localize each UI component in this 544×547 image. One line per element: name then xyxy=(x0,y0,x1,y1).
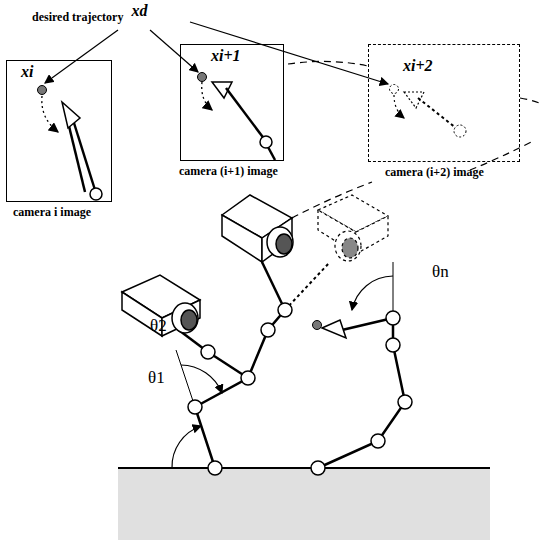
joints xyxy=(188,303,412,475)
camera-image-box: xicamera i image xyxy=(6,60,112,202)
left-arm xyxy=(168,262,330,468)
ground xyxy=(118,468,490,540)
image-label: camera (i+1) image xyxy=(179,164,278,179)
camera-i1 xyxy=(222,195,293,262)
camera-i xyxy=(122,275,200,336)
image-label: camera i image xyxy=(13,205,91,220)
angle-label: θ2 xyxy=(150,316,167,336)
image-i-content xyxy=(38,86,103,201)
tool-point xyxy=(313,321,322,330)
angle-arc xyxy=(172,426,201,468)
trajectory-symbol: xd xyxy=(131,2,147,20)
image-label: camera (i+2) image xyxy=(385,165,484,180)
camera-i2 xyxy=(318,195,388,261)
reference-line xyxy=(393,262,394,318)
leader-lines xyxy=(45,22,388,84)
right-arm xyxy=(318,318,405,468)
angle-arc xyxy=(352,276,393,310)
camera-image-box: xi+2camera (i+2) image xyxy=(368,44,520,162)
end-effector xyxy=(322,320,346,338)
reference-line xyxy=(176,350,195,407)
image-i2-content xyxy=(390,85,467,138)
angle-label: θ1 xyxy=(148,368,165,388)
trajectory-curves xyxy=(288,61,542,218)
point-label: xi xyxy=(21,63,33,81)
camera-image-box: xi+1camera (i+1) image xyxy=(180,44,284,161)
point-label: xi+2 xyxy=(403,57,433,75)
angle-arc xyxy=(181,365,222,393)
ground-line xyxy=(118,467,490,469)
point-label: xi+1 xyxy=(211,47,241,65)
annotation-text: desired trajectory xyxy=(32,10,123,25)
angle-label: θn xyxy=(432,262,449,282)
image-i1-content xyxy=(198,73,276,161)
